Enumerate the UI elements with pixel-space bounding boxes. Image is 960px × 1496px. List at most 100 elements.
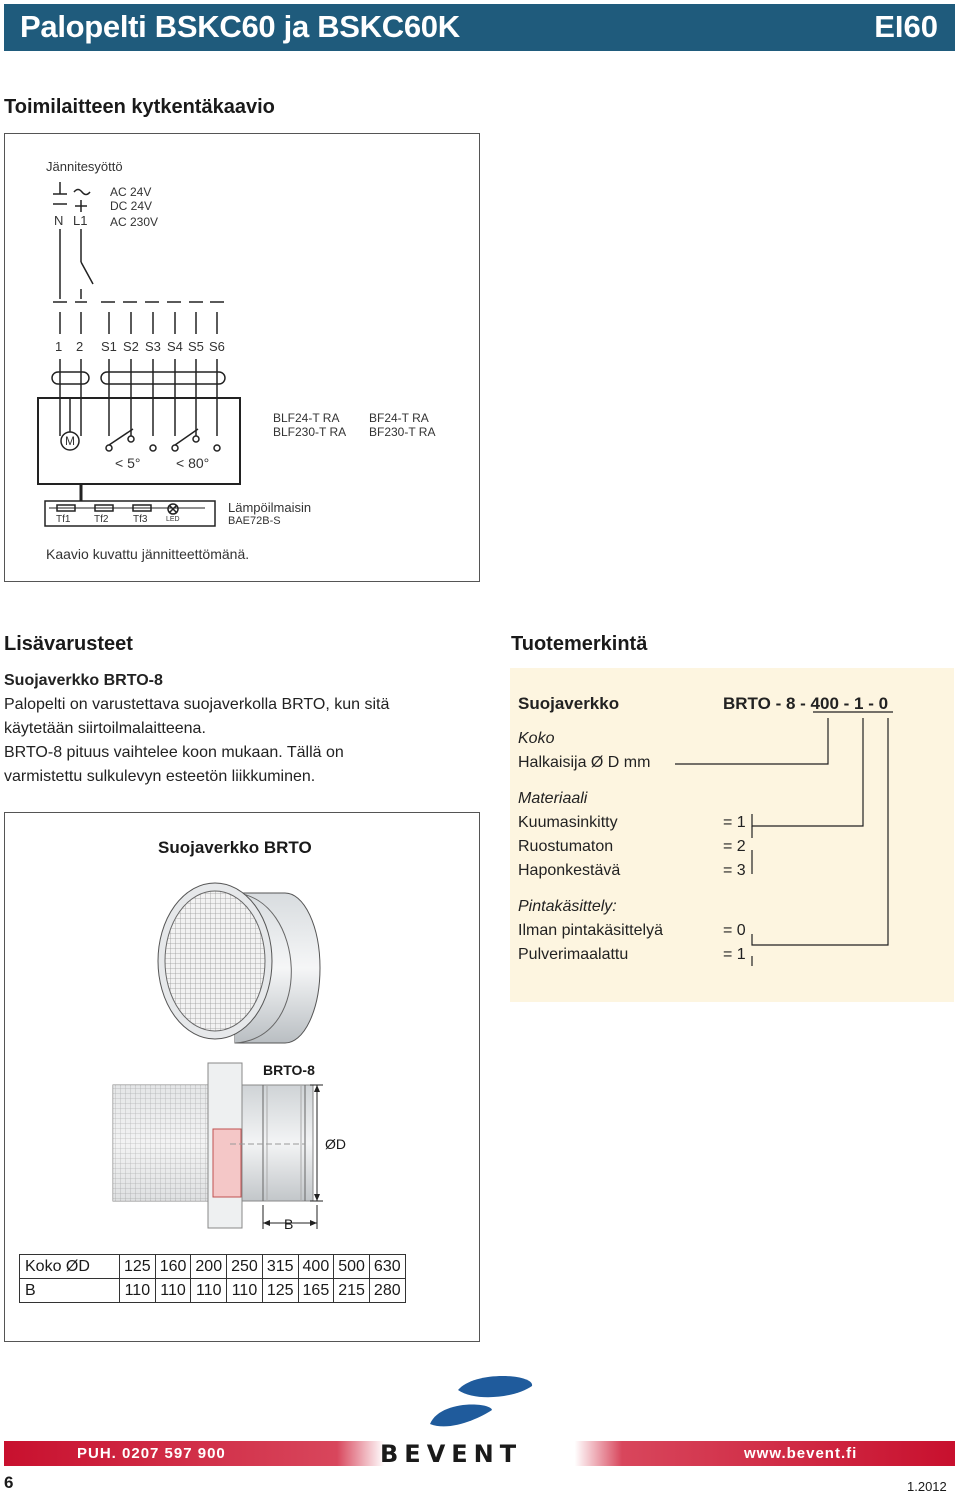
thermal-model: BAE72B-S bbox=[228, 515, 281, 527]
table-cell: 125 bbox=[261, 1278, 299, 1303]
code-sep: - bbox=[838, 694, 855, 713]
material-heading: Materiaali bbox=[518, 790, 588, 807]
table-cell: 165 bbox=[297, 1278, 335, 1303]
size-line: Halkaisija Ø D mm bbox=[518, 754, 651, 771]
table-cell: 110 bbox=[154, 1278, 192, 1303]
figure-title: Suojaverkko BRTO bbox=[158, 838, 312, 857]
supply-label: Jännitesyöttö bbox=[46, 159, 123, 174]
finish-code: = 0 bbox=[723, 922, 746, 939]
material-label: Ruostumaton bbox=[518, 838, 614, 855]
model-right-1: BF24-T RA bbox=[369, 411, 429, 425]
terminal-s2: S2 bbox=[123, 339, 139, 354]
code-part: 0 bbox=[878, 694, 889, 713]
text-line: Palopelti on varustettava suojaverkolla … bbox=[4, 696, 390, 713]
wiring-title: Toimilaitteen kytkentäkaavio bbox=[4, 96, 275, 118]
footer-date: 1.2012 bbox=[907, 1479, 947, 1494]
table-cell: 315 bbox=[261, 1254, 299, 1279]
terminal-s3: S3 bbox=[145, 339, 161, 354]
code-part: 1 bbox=[854, 694, 864, 713]
size-heading: Koko bbox=[518, 730, 555, 747]
table-row: B 110 110 110 110 125 165 215 280 bbox=[19, 1278, 406, 1303]
brto-illustration bbox=[112, 882, 323, 1229]
table-cell: 110 bbox=[190, 1278, 228, 1303]
diameter-label: ØD bbox=[325, 1136, 346, 1152]
table-cell: 160 bbox=[154, 1254, 192, 1279]
size-table: Koko ØD 125 160 200 250 315 400 500 630 … bbox=[19, 1254, 406, 1303]
table-cell: 110 bbox=[226, 1278, 263, 1303]
led-label: LED bbox=[166, 516, 180, 523]
code-leader-lines bbox=[675, 711, 893, 966]
table-cell: 125 bbox=[119, 1254, 156, 1279]
voltage-1: AC 24V bbox=[110, 185, 152, 199]
terminal-s1: S1 bbox=[101, 339, 117, 354]
text-line: varmistettu sulkulevyn esteetön liikkumi… bbox=[4, 768, 316, 785]
accessories-title: Lisävarusteet bbox=[4, 633, 133, 655]
terminal-s5: S5 bbox=[188, 339, 204, 354]
voltage-2: DC 24V bbox=[110, 199, 153, 213]
switch2-angle: < 80° bbox=[176, 455, 210, 471]
wiring-diagram-box: Jännitesyöttö N L1 AC 24V DC 24V AC 230V… bbox=[4, 133, 480, 582]
footer-website[interactable]: www.bevent.fi bbox=[744, 1445, 858, 1462]
brto8-label: BRTO-8 bbox=[263, 1062, 315, 1078]
material-label: Haponkestävä bbox=[518, 862, 621, 879]
footer-bar bbox=[4, 1441, 955, 1466]
header-bar bbox=[4, 4, 955, 51]
table-cell: 400 bbox=[297, 1254, 335, 1279]
terminal-2: 2 bbox=[76, 339, 84, 354]
material-code: = 3 bbox=[723, 862, 746, 879]
bevent-logo-mark bbox=[430, 1376, 533, 1427]
finish-label: Ilman pintakäsittelyä bbox=[518, 922, 663, 939]
terminal-1: 1 bbox=[55, 339, 63, 354]
voltage-3: AC 230V bbox=[110, 215, 159, 229]
fuse-tf3: Tf3 bbox=[133, 514, 148, 525]
thermal-label: Lämpöilmaisin bbox=[228, 500, 312, 515]
text-line: käytetään siirtoilmalaitteena. bbox=[4, 720, 206, 737]
text-line: BRTO-8 pituus vaihtelee koon mukaan. Täl… bbox=[4, 744, 344, 761]
fire-class-label: EI60 bbox=[874, 9, 938, 44]
table-cell: 110 bbox=[119, 1278, 156, 1303]
material-code: = 1 bbox=[723, 814, 746, 831]
fuse-tf2: Tf2 bbox=[94, 514, 109, 525]
code-part: 400 bbox=[810, 694, 839, 713]
b-label: B bbox=[284, 1216, 294, 1232]
code-part: 8 bbox=[785, 694, 796, 713]
material-label: Kuumasinkitty bbox=[518, 814, 618, 831]
motor-label: M bbox=[65, 434, 75, 448]
model-right-2: BF230-T RA bbox=[369, 425, 436, 439]
material-code: = 2 bbox=[723, 838, 746, 855]
code-sep: - bbox=[795, 694, 811, 713]
model-left-1: BLF24-T RA bbox=[273, 411, 340, 425]
product-code: BRTO - 8 - 400 - 1 - 0 bbox=[723, 694, 888, 714]
n-label: N bbox=[54, 213, 64, 228]
code-sep: - bbox=[770, 694, 786, 713]
page-title: Palopelti BSKC60 ja BSKC60K bbox=[20, 9, 460, 44]
terminal-s4: S4 bbox=[167, 339, 183, 354]
product-code-title: Tuotemerkintä bbox=[511, 633, 648, 655]
table-cell: 500 bbox=[333, 1254, 370, 1279]
page-number: 6 bbox=[4, 1473, 14, 1492]
terminal-s6: S6 bbox=[209, 339, 225, 354]
finish-label: Pulverimaalattu bbox=[518, 946, 629, 963]
table-cell: 250 bbox=[226, 1254, 263, 1279]
brto-figure-box: Suojaverkko BRTO bbox=[4, 812, 480, 1342]
table-cell: 200 bbox=[190, 1254, 228, 1279]
footer-phone: PUH. 0207 597 900 bbox=[77, 1445, 226, 1462]
product-name: Suojaverkko bbox=[518, 694, 620, 713]
code-part: BRTO bbox=[723, 694, 771, 713]
footer-brand: BEVENT bbox=[380, 1440, 523, 1468]
switch1-angle: < 5° bbox=[115, 455, 141, 471]
fuse-tf1: Tf1 bbox=[56, 514, 71, 525]
accessories-subtitle: Suojaverkko BRTO-8 bbox=[4, 672, 163, 689]
table-cell: 280 bbox=[368, 1278, 406, 1303]
table-row: Koko ØD 125 160 200 250 315 400 500 630 bbox=[19, 1254, 406, 1279]
finish-heading: Pintakäsittely: bbox=[518, 898, 617, 915]
table-cell: 630 bbox=[368, 1254, 406, 1279]
model-left-2: BLF230-T RA bbox=[273, 425, 347, 439]
wiring-note: Kaavio kuvattu jännitteettömänä. bbox=[46, 546, 250, 562]
wiring-diagram bbox=[37, 182, 241, 527]
row-header: B bbox=[19, 1278, 120, 1303]
table-cell: 215 bbox=[333, 1278, 370, 1303]
l1-label: L1 bbox=[73, 213, 88, 228]
code-sep: - bbox=[863, 694, 879, 713]
product-code-panel: Suojaverkko BRTO - 8 - 400 - 1 - 0 Koko … bbox=[510, 668, 954, 1002]
